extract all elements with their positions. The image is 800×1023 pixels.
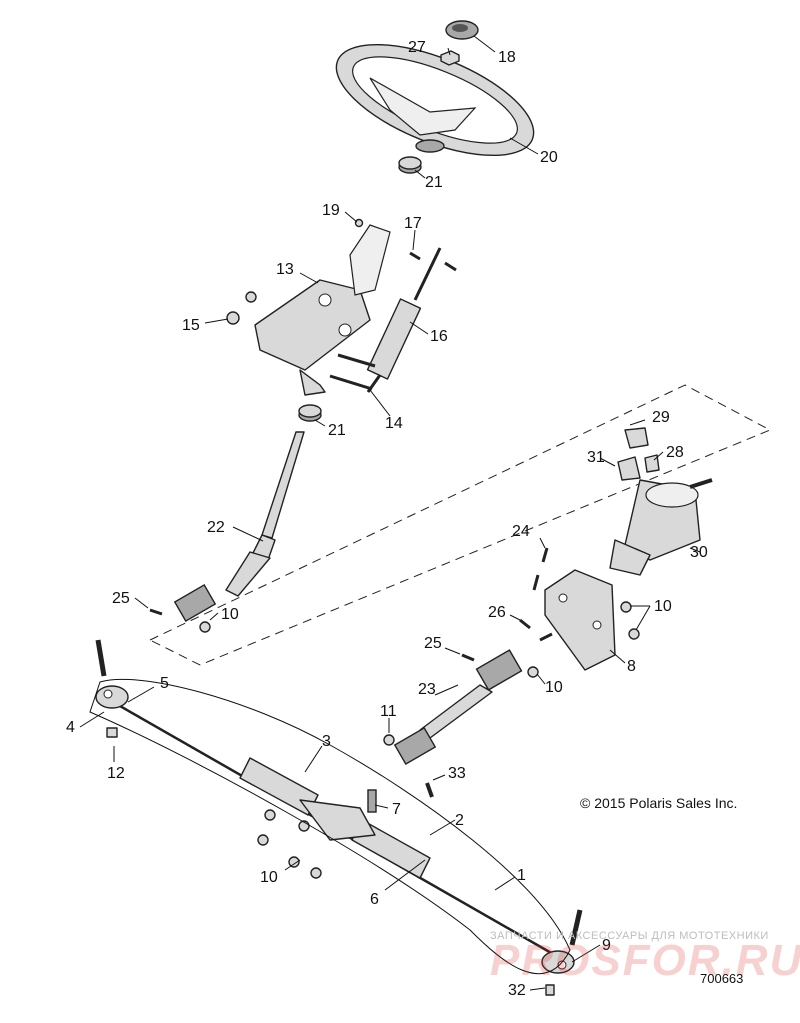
- callout-21-bottom: 21: [328, 422, 346, 439]
- steering-rack-assembly: [119, 704, 561, 960]
- watermark-logo: PROSFOR.RU: [490, 936, 800, 985]
- eps-mount-bracket: [544, 569, 616, 671]
- callout-6: 6: [370, 891, 379, 908]
- callout-22: 22: [207, 519, 225, 536]
- callout-8: 8: [627, 658, 636, 675]
- callout-10-right: 10: [654, 598, 672, 615]
- callout-21-top: 21: [425, 174, 443, 191]
- callout-18: 18: [498, 49, 516, 66]
- callout-13: 13: [276, 261, 294, 278]
- tie-rod-outline: [89, 678, 571, 975]
- bracket-fasteners: [226, 218, 457, 325]
- callout-1: 1: [517, 867, 526, 884]
- drawing-number: 700663: [700, 971, 744, 986]
- tilt-gas-strut: [366, 247, 442, 393]
- callout-20: 20: [540, 149, 558, 166]
- callout-10-left: 10: [221, 606, 239, 623]
- callout-31: 31: [587, 449, 605, 466]
- callout-16: 16: [430, 328, 448, 345]
- callout-3: 3: [322, 733, 331, 750]
- callout-labels: 27 18 20 21 19 17 13 15 16 14 21 29 28 3…: [66, 39, 708, 999]
- callout-33: 33: [448, 765, 466, 782]
- callout-28: 28: [666, 444, 684, 461]
- bracket-pivot-bolts: [329, 353, 376, 391]
- callout-23: 23: [418, 681, 436, 698]
- callout-25-right: 25: [424, 635, 442, 652]
- bracket-bolts: [149, 547, 553, 662]
- watermark-caption: ЗАПЧАСТИ И АКСЕССУАРЫ ДЛЯ МОТОТЕХНИКИ: [490, 930, 769, 942]
- callout-25-left: 25: [112, 590, 130, 607]
- callout-10-bottom: 10: [260, 869, 278, 886]
- eps-connectors: [617, 427, 660, 481]
- callout-2: 2: [455, 812, 464, 829]
- flange-nuts: [199, 601, 640, 879]
- lower-column-bushing: [298, 404, 322, 422]
- callout-9: 9: [602, 937, 611, 954]
- callout-7: 7: [392, 801, 401, 818]
- intermediate-shaft: [393, 649, 523, 765]
- callout-24: 24: [512, 523, 530, 540]
- pinch-bolt: [425, 782, 434, 798]
- upper-steering-shaft: [173, 431, 305, 622]
- upper-column-bushing: [398, 156, 422, 174]
- callout-17: 17: [404, 215, 422, 232]
- power-steering-unit: [609, 478, 713, 576]
- callout-11: 11: [380, 703, 397, 720]
- callout-27: 27: [408, 39, 426, 56]
- steering-wheel: [335, 43, 535, 157]
- callout-19: 19: [322, 202, 340, 219]
- callout-15: 15: [182, 317, 200, 334]
- callout-leaders: [79, 35, 701, 991]
- callout-10-mid: 10: [545, 679, 563, 696]
- callout-5: 5: [160, 675, 169, 692]
- callout-26: 26: [488, 604, 506, 621]
- tie-rod-hardware: [95, 639, 583, 996]
- steering-column-bracket: [254, 224, 391, 396]
- copyright-notice: © 2015 Polaris Sales Inc.: [580, 795, 738, 811]
- callout-12: 12: [107, 765, 125, 782]
- callout-32: 32: [508, 982, 526, 999]
- eps-group-outline: [148, 384, 772, 666]
- callout-30: 30: [690, 544, 708, 561]
- steering-wheel-nut: [440, 50, 460, 66]
- steering-wheel-cap: [445, 20, 479, 40]
- callout-14: 14: [385, 415, 403, 432]
- callout-29: 29: [652, 409, 670, 426]
- callout-4: 4: [66, 719, 75, 736]
